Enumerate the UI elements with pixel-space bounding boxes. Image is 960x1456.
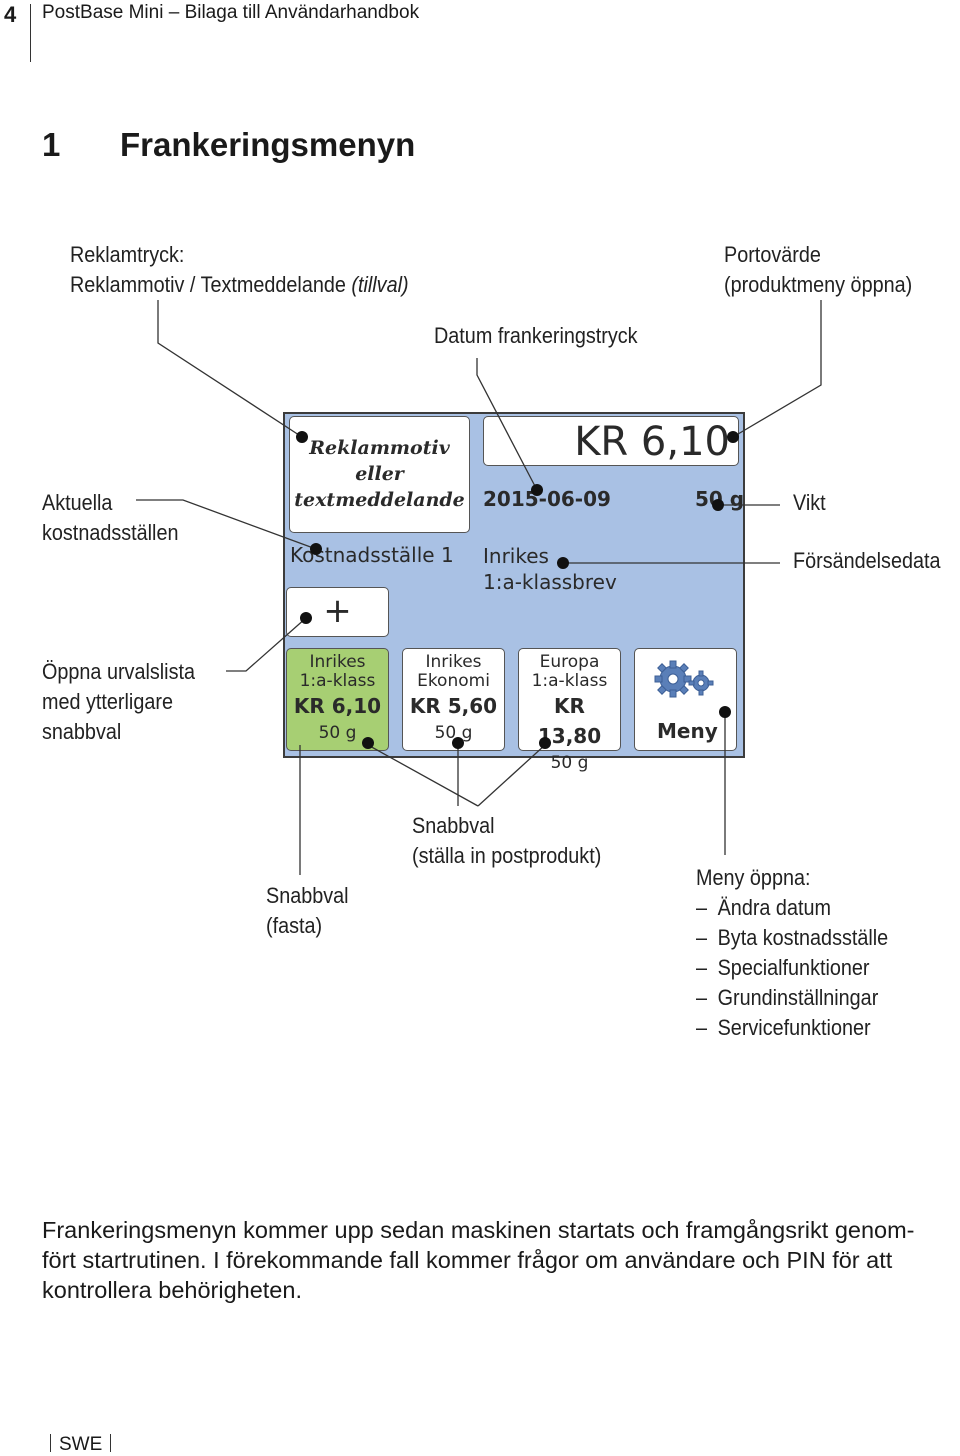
- callout-open-list-line3: snabbval: [42, 719, 122, 744]
- callout-ad-print-plain: Reklammotiv / Textmeddelande: [70, 272, 352, 297]
- footer: SWE: [42, 1434, 119, 1456]
- callout-quick-fixed-line2: (fasta): [266, 913, 323, 938]
- shipment-data: Inrikes 1:a-klassbrev: [483, 543, 617, 595]
- callout-menu-title: Meny öppna:: [696, 865, 811, 890]
- quick-select-button-1[interactable]: Inrikes 1:a-klass KR 6,10 50 g: [286, 648, 389, 751]
- callout-weight: Vikt: [793, 490, 826, 515]
- callout-open-list: Öppna urvalslista med ytterligare snabbv…: [42, 657, 195, 747]
- menu-option-special-functions: Specialfunktioner: [696, 953, 888, 983]
- callout-menu-open: Meny öppna: Ändra datum Byta kostnadsstä…: [696, 863, 888, 1043]
- callout-ad-print-line1: Reklamtryck:: [70, 242, 185, 267]
- ad-text-line1: Reklammotiv: [309, 437, 450, 459]
- quick-select-button-2[interactable]: Inrikes Ekonomi KR 5,60 50 g: [402, 648, 505, 751]
- menu-button[interactable]: Meny: [634, 648, 737, 751]
- footer-bar-left: [50, 1434, 51, 1452]
- franking-date: 2015-06-09: [483, 487, 611, 511]
- quick-3-weight: 50 g: [550, 753, 589, 773]
- callout-ad-print-optional: (tillval): [351, 272, 409, 297]
- callout-quick-set-line2: (ställa in postprodukt): [412, 843, 602, 868]
- footer-language: SWE: [59, 1434, 103, 1455]
- quick-1-line2: 1:a-klass: [299, 671, 376, 691]
- header-divider: [30, 4, 31, 62]
- quick-2-weight: 50 g: [434, 723, 473, 743]
- page-number: 4: [4, 2, 17, 27]
- quick-2-line1: Inrikes: [425, 652, 482, 672]
- callout-open-list-line2: med ytterligare: [42, 689, 173, 714]
- quick-3-line1: Europa: [539, 652, 600, 672]
- section-heading: 1 Frankeringsmenyn: [42, 126, 415, 164]
- menu-option-change-date: Ändra datum: [696, 893, 888, 923]
- callout-open-list-line1: Öppna urvalslista: [42, 659, 195, 684]
- ad-text-line2: eller: [355, 463, 404, 485]
- menu-option-basic-settings: Grundinställningar: [696, 983, 888, 1013]
- quick-1-price: KR 6,10: [293, 694, 382, 718]
- callout-shipment-data: Försändelsedata: [793, 548, 941, 573]
- open-selection-button[interactable]: +: [286, 587, 389, 637]
- shipment-line2: 1:a-klassbrev: [483, 570, 617, 594]
- footer-bar-right: [110, 1434, 112, 1452]
- callout-ad-print-line2: Reklammotiv / Textmeddelande (tillval): [70, 270, 409, 300]
- callout-quick-set-line1: Snabbval: [412, 813, 495, 838]
- shipment-line1: Inrikes: [483, 544, 549, 568]
- quick-select-button-3[interactable]: Europa 1:a-klass KR 13,80 50 g: [518, 648, 621, 773]
- menu-option-change-cost-center: Byta kostnadsställe: [696, 923, 889, 953]
- gear-icon: [654, 660, 714, 698]
- body-line-1: Frankeringsmenyn kommer upp sedan maskin…: [42, 1217, 915, 1243]
- header-title: PostBase Mini – Bilaga till Användarhand…: [42, 2, 420, 23]
- callout-cost-centers-line2: kostnadsställen: [42, 520, 179, 545]
- callout-postage-value: Portovärde (produktmeny öppna): [724, 240, 912, 300]
- callout-postage-line1: Portovärde: [724, 242, 821, 267]
- ad-message-button[interactable]: Reklammotiv eller textmeddelande: [289, 416, 470, 533]
- callout-cost-centers-line1: Aktuella: [42, 490, 113, 515]
- body-line-3: kontrollera behörigheten.: [42, 1277, 302, 1303]
- quick-2-line2: Ekonomi: [417, 671, 490, 691]
- section-number: 1: [42, 126, 61, 163]
- section-title: Frankeringsmenyn: [120, 126, 416, 163]
- postage-value-button[interactable]: KR 6,10: [483, 416, 739, 466]
- quick-2-price: KR 5,60: [409, 694, 498, 718]
- callout-postage-line2: (produktmeny öppna): [724, 272, 913, 297]
- callout-quick-fixed: Snabbval (fasta): [266, 881, 349, 941]
- callout-ad-print: Reklamtryck: Reklammotiv / Textmeddeland…: [70, 240, 409, 300]
- menu-option-service-functions: Servicefunktioner: [696, 1013, 888, 1043]
- callout-date: Datum frankeringstryck: [434, 323, 638, 348]
- callout-quick-set: Snabbval (ställa in postprodukt): [412, 811, 601, 871]
- menu-label: Meny: [657, 719, 718, 743]
- callout-quick-fixed-line1: Snabbval: [266, 883, 349, 908]
- body-line-2: fört startrutinen. I förekommande fall k…: [42, 1247, 893, 1273]
- callout-cost-centers: Aktuella kostnadsställen: [42, 488, 178, 548]
- ad-text-line3: textmeddelande: [294, 489, 465, 511]
- quick-1-line1: Inrikes: [309, 652, 366, 672]
- quick-1-weight: 50 g: [318, 723, 357, 743]
- body-paragraph: Frankeringsmenyn kommer upp sedan maskin…: [42, 1215, 960, 1305]
- quick-3-line2: 1:a-klass: [531, 671, 608, 691]
